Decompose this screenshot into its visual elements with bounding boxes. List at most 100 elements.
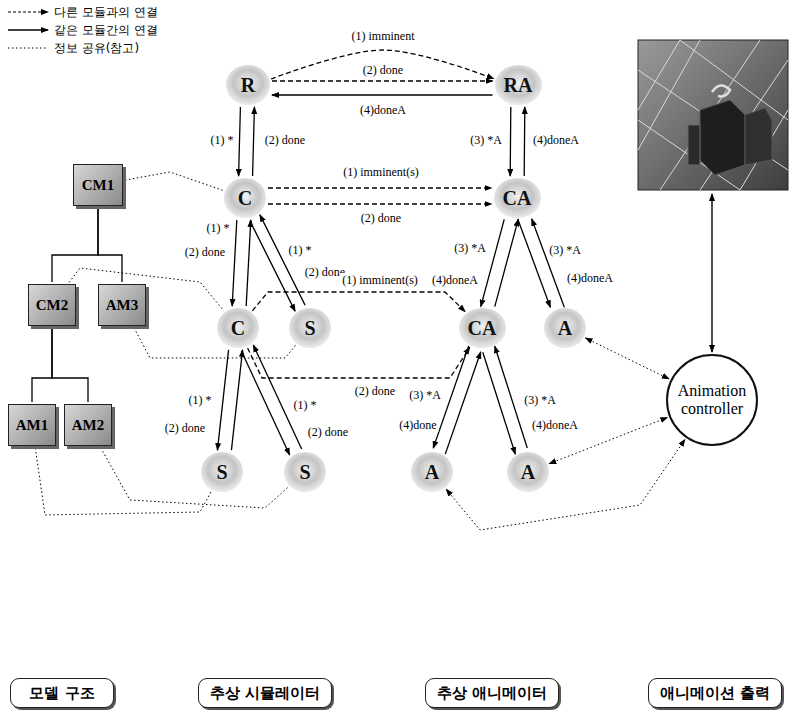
processor-node: A bbox=[507, 452, 549, 492]
message-label: (1) * bbox=[209, 133, 236, 147]
message-arrow bbox=[271, 50, 493, 79]
legend-text: 같은 모듈간의 연결 bbox=[54, 23, 158, 37]
legend-text: 정보 공유(참고) bbox=[54, 41, 139, 55]
node-text: 추상 시뮬레이터 bbox=[210, 684, 320, 703]
node-text: RA bbox=[504, 74, 533, 97]
message-label: (2) done bbox=[361, 63, 405, 77]
message-arrow bbox=[248, 347, 470, 378]
processor-node: A bbox=[411, 452, 453, 492]
node-text: CA bbox=[503, 187, 532, 210]
oval-fill bbox=[217, 308, 259, 348]
node-text: AM2 bbox=[72, 417, 105, 434]
processor-node: S bbox=[201, 452, 243, 492]
node-text: S bbox=[304, 317, 315, 340]
node-text: 추상 애니메이터 bbox=[437, 684, 547, 703]
node-text: A bbox=[425, 461, 439, 484]
message-arrow bbox=[268, 203, 492, 204]
node-text: 모델 구조 bbox=[29, 684, 94, 703]
model-box: AM2 bbox=[64, 404, 112, 446]
output-arrow bbox=[711, 194, 712, 352]
node-text: S bbox=[216, 461, 227, 484]
oval-fill bbox=[507, 452, 549, 492]
message-arrow bbox=[250, 221, 295, 311]
message-label: (1) imminent bbox=[350, 29, 417, 43]
block-shape bbox=[745, 108, 772, 165]
model-box: CM1 bbox=[73, 164, 123, 206]
node-text: A bbox=[558, 317, 572, 340]
processor-node: CA bbox=[459, 308, 506, 348]
message-arrow bbox=[231, 350, 242, 450]
block-shape bbox=[700, 100, 745, 175]
oval-fill bbox=[289, 308, 331, 348]
animation-screen bbox=[638, 40, 788, 190]
tree-line bbox=[98, 208, 122, 282]
section-label: 추상 애니메이터 bbox=[425, 678, 559, 708]
processor-node: RA bbox=[495, 65, 542, 105]
controller-circle: Animation controller bbox=[666, 354, 758, 446]
node-text: C bbox=[238, 187, 252, 210]
legend-solid-sample bbox=[8, 29, 48, 30]
message-arrow bbox=[524, 107, 526, 176]
message-arrow bbox=[481, 219, 504, 306]
message-label: (3) *A bbox=[468, 133, 504, 147]
model-box: CM2 bbox=[28, 284, 76, 326]
message-label: (2) done bbox=[359, 211, 403, 225]
message-label: (2) done bbox=[163, 421, 207, 435]
reference-link bbox=[134, 328, 296, 358]
node-text: A bbox=[521, 461, 535, 484]
node-text: AM1 bbox=[16, 417, 49, 434]
legend-text: 다른 모듈과의 연결 bbox=[54, 5, 158, 19]
section-label: 추상 시뮬레이터 bbox=[198, 678, 332, 708]
message-arrow bbox=[217, 350, 228, 450]
section-label: 애니메이션 출력 bbox=[648, 678, 782, 708]
message-label: (3) *A bbox=[547, 243, 583, 257]
oval-fill bbox=[459, 308, 506, 348]
message-arrow bbox=[239, 107, 241, 176]
message-label: (1) imminent(s) bbox=[340, 273, 420, 287]
model-box: AM1 bbox=[8, 404, 56, 446]
message-arrow bbox=[272, 94, 493, 95]
oval-fill bbox=[284, 452, 326, 492]
message-arrow bbox=[510, 107, 512, 176]
message-arrow bbox=[268, 187, 492, 188]
message-label: (1) * bbox=[205, 221, 232, 235]
message-arrow bbox=[532, 219, 565, 307]
node-text: CM2 bbox=[36, 297, 69, 314]
reference-link bbox=[125, 172, 223, 191]
node-text: AM3 bbox=[106, 297, 139, 314]
message-label: (1) * bbox=[292, 398, 319, 412]
oval-fill bbox=[495, 65, 542, 105]
oval-fill bbox=[544, 308, 586, 348]
message-arrow bbox=[483, 352, 516, 454]
message-arrow bbox=[495, 219, 518, 306]
reference-link bbox=[446, 440, 685, 530]
message-label: (1) imminent(s) bbox=[341, 165, 421, 179]
message-arrow bbox=[445, 352, 480, 454]
node-text: C bbox=[231, 317, 245, 340]
tree-line bbox=[52, 208, 98, 282]
message-label: (3) *A bbox=[452, 241, 488, 255]
block-shape bbox=[688, 125, 700, 165]
node-text: Animation controller bbox=[668, 382, 756, 417]
oval-fill bbox=[411, 452, 453, 492]
processor-node: S bbox=[289, 308, 331, 348]
arm-shape bbox=[712, 85, 730, 96]
oval-fill bbox=[224, 178, 266, 218]
message-arrow bbox=[253, 107, 255, 176]
oval-fill bbox=[494, 178, 541, 218]
processor-node: C bbox=[217, 308, 259, 348]
message-label: (1) * bbox=[187, 393, 214, 407]
legend-dashed-sample bbox=[8, 11, 48, 12]
message-label: (1) * bbox=[287, 243, 314, 257]
message-label: (2) done bbox=[306, 425, 350, 439]
message-label: (2) done bbox=[353, 384, 397, 398]
tree-line bbox=[52, 328, 88, 402]
message-arrow bbox=[252, 292, 465, 312]
message-arrow bbox=[246, 220, 251, 306]
processor-node: CA bbox=[494, 178, 541, 218]
message-label: (4)doneA bbox=[430, 273, 480, 287]
message-label: (2) done bbox=[183, 245, 227, 259]
processor-node: C bbox=[224, 178, 266, 218]
message-label: (4)doneA bbox=[530, 418, 580, 432]
